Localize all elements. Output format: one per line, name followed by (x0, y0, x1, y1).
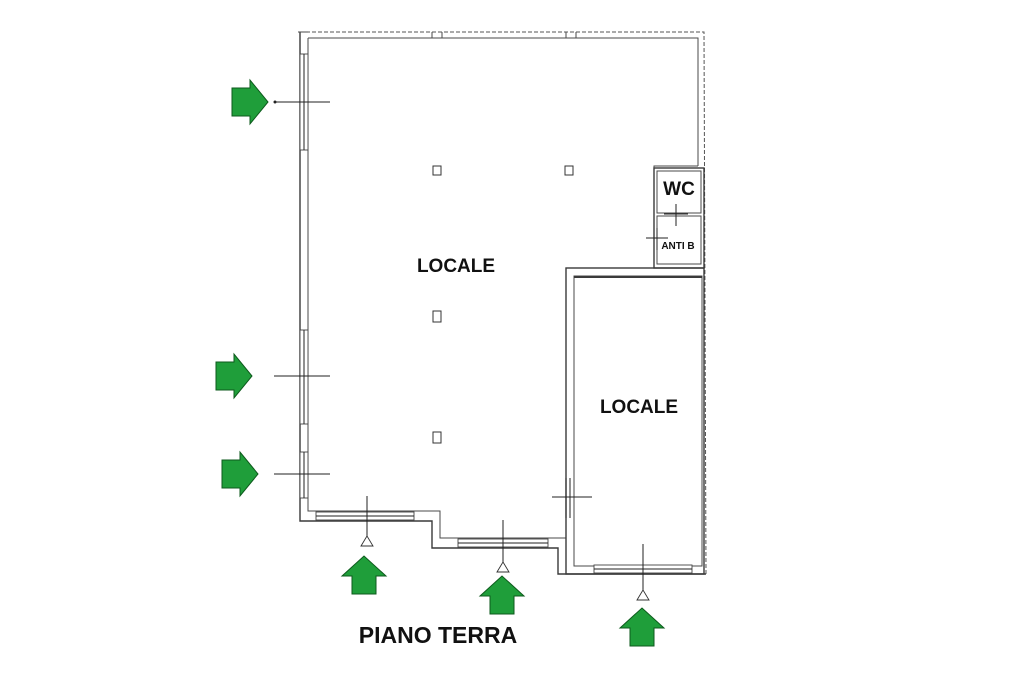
main-room-label: LOCALE (417, 256, 495, 277)
outer-walls (298, 31, 707, 575)
entry-arrows-bottom (340, 555, 666, 647)
entry-arrows-left (215, 78, 269, 498)
pillars (432, 165, 574, 444)
green-arrow-icon (478, 575, 526, 615)
floor-title: PIANO TERRA (359, 622, 517, 648)
green-arrow-icon (231, 78, 269, 126)
green-arrow-icon (215, 352, 253, 400)
green-arrow-icon (221, 450, 259, 498)
door-marks (273, 100, 688, 601)
secondary-room-label: LOCALE (600, 397, 678, 418)
green-arrow-icon (618, 607, 666, 647)
wc-label: WC (663, 179, 695, 200)
left-windows (299, 53, 309, 499)
green-arrow-icon (340, 555, 388, 595)
anti-bagno-label: ANTI B (661, 241, 694, 252)
secondary-room-walls (565, 267, 705, 575)
